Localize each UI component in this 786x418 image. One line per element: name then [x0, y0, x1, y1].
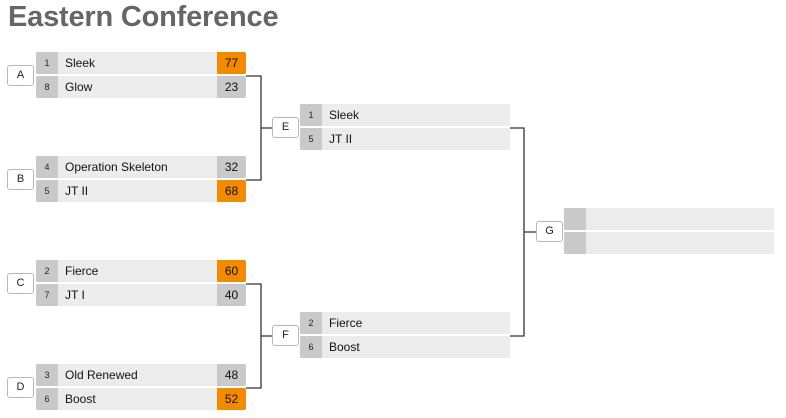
- team-score: 60: [217, 260, 246, 282]
- match-e: 1 Sleek 5 JT II: [300, 104, 510, 150]
- team-seed: 3: [36, 364, 58, 386]
- match-f: 2 Fierce 6 Boost: [300, 312, 510, 358]
- match-a: 1 Sleek 77 8 Glow 23: [36, 52, 246, 98]
- connector-ab-e: [246, 75, 272, 181]
- team-seed: 2: [36, 260, 58, 282]
- team-seed: 7: [36, 284, 58, 306]
- page-title: Eastern Conference: [8, 1, 279, 33]
- team-score: 23: [217, 76, 246, 98]
- team-row[interactable]: 8 Glow 23: [36, 76, 246, 98]
- match-label-f: F: [272, 325, 299, 346]
- match-label-e: E: [272, 117, 299, 138]
- match-label-b: B: [7, 169, 34, 190]
- team-score: 48: [217, 364, 246, 386]
- team-seed: 8: [36, 76, 58, 98]
- team-seed: 1: [300, 104, 322, 126]
- team-row[interactable]: 1 Sleek 77: [36, 52, 246, 74]
- team-name: Boost: [65, 392, 96, 406]
- team-row[interactable]: 4 Operation Skeleton 32: [36, 156, 246, 178]
- team-name: Old Renewed: [65, 368, 138, 382]
- team-seed: 6: [300, 336, 322, 358]
- team-name: Sleek: [65, 56, 96, 70]
- team-row[interactable]: [564, 232, 774, 254]
- team-seed: 5: [36, 180, 58, 202]
- team-score: 77: [217, 52, 246, 74]
- connector-cd-f: [246, 283, 272, 389]
- team-row[interactable]: 6 Boost: [300, 336, 510, 358]
- match-c: 2 Fierce 60 7 JT I 40: [36, 260, 246, 306]
- team-name: Boost: [329, 340, 360, 354]
- match-label-c: C: [7, 273, 34, 294]
- team-seed: [564, 232, 586, 254]
- team-seed: 2: [300, 312, 322, 334]
- team-name: JT I: [65, 288, 85, 302]
- match-g: [564, 208, 774, 254]
- match-label-d: D: [7, 377, 34, 398]
- team-row[interactable]: 2 Fierce 60: [36, 260, 246, 282]
- team-name: Sleek: [329, 108, 360, 122]
- team-name: Glow: [65, 80, 93, 94]
- connector-ef-g: [510, 127, 536, 337]
- team-row[interactable]: 6 Boost 52: [36, 388, 246, 410]
- match-b: 4 Operation Skeleton 32 5 JT II 68: [36, 156, 246, 202]
- team-name: JT II: [65, 184, 89, 198]
- team-row[interactable]: 7 JT I 40: [36, 284, 246, 306]
- team-seed: 5: [300, 128, 322, 150]
- team-seed: 6: [36, 388, 58, 410]
- match-label-a: A: [7, 65, 34, 86]
- team-row[interactable]: 1 Sleek: [300, 104, 510, 126]
- team-score: 68: [217, 180, 246, 202]
- match-label-g: G: [536, 221, 563, 242]
- team-row[interactable]: 5 JT II: [300, 128, 510, 150]
- team-name: JT II: [329, 132, 353, 146]
- team-name: Operation Skeleton: [65, 160, 168, 174]
- team-seed: 4: [36, 156, 58, 178]
- match-d: 3 Old Renewed 48 6 Boost 52: [36, 364, 246, 410]
- team-name: Fierce: [329, 316, 363, 330]
- team-row[interactable]: 5 JT II 68: [36, 180, 246, 202]
- team-row[interactable]: 2 Fierce: [300, 312, 510, 334]
- team-seed: 1: [36, 52, 58, 74]
- team-score: 32: [217, 156, 246, 178]
- team-seed: [564, 208, 586, 230]
- team-row[interactable]: 3 Old Renewed 48: [36, 364, 246, 386]
- team-row[interactable]: [564, 208, 774, 230]
- team-score: 40: [217, 284, 246, 306]
- team-score: 52: [217, 388, 246, 410]
- team-name: Fierce: [65, 264, 99, 278]
